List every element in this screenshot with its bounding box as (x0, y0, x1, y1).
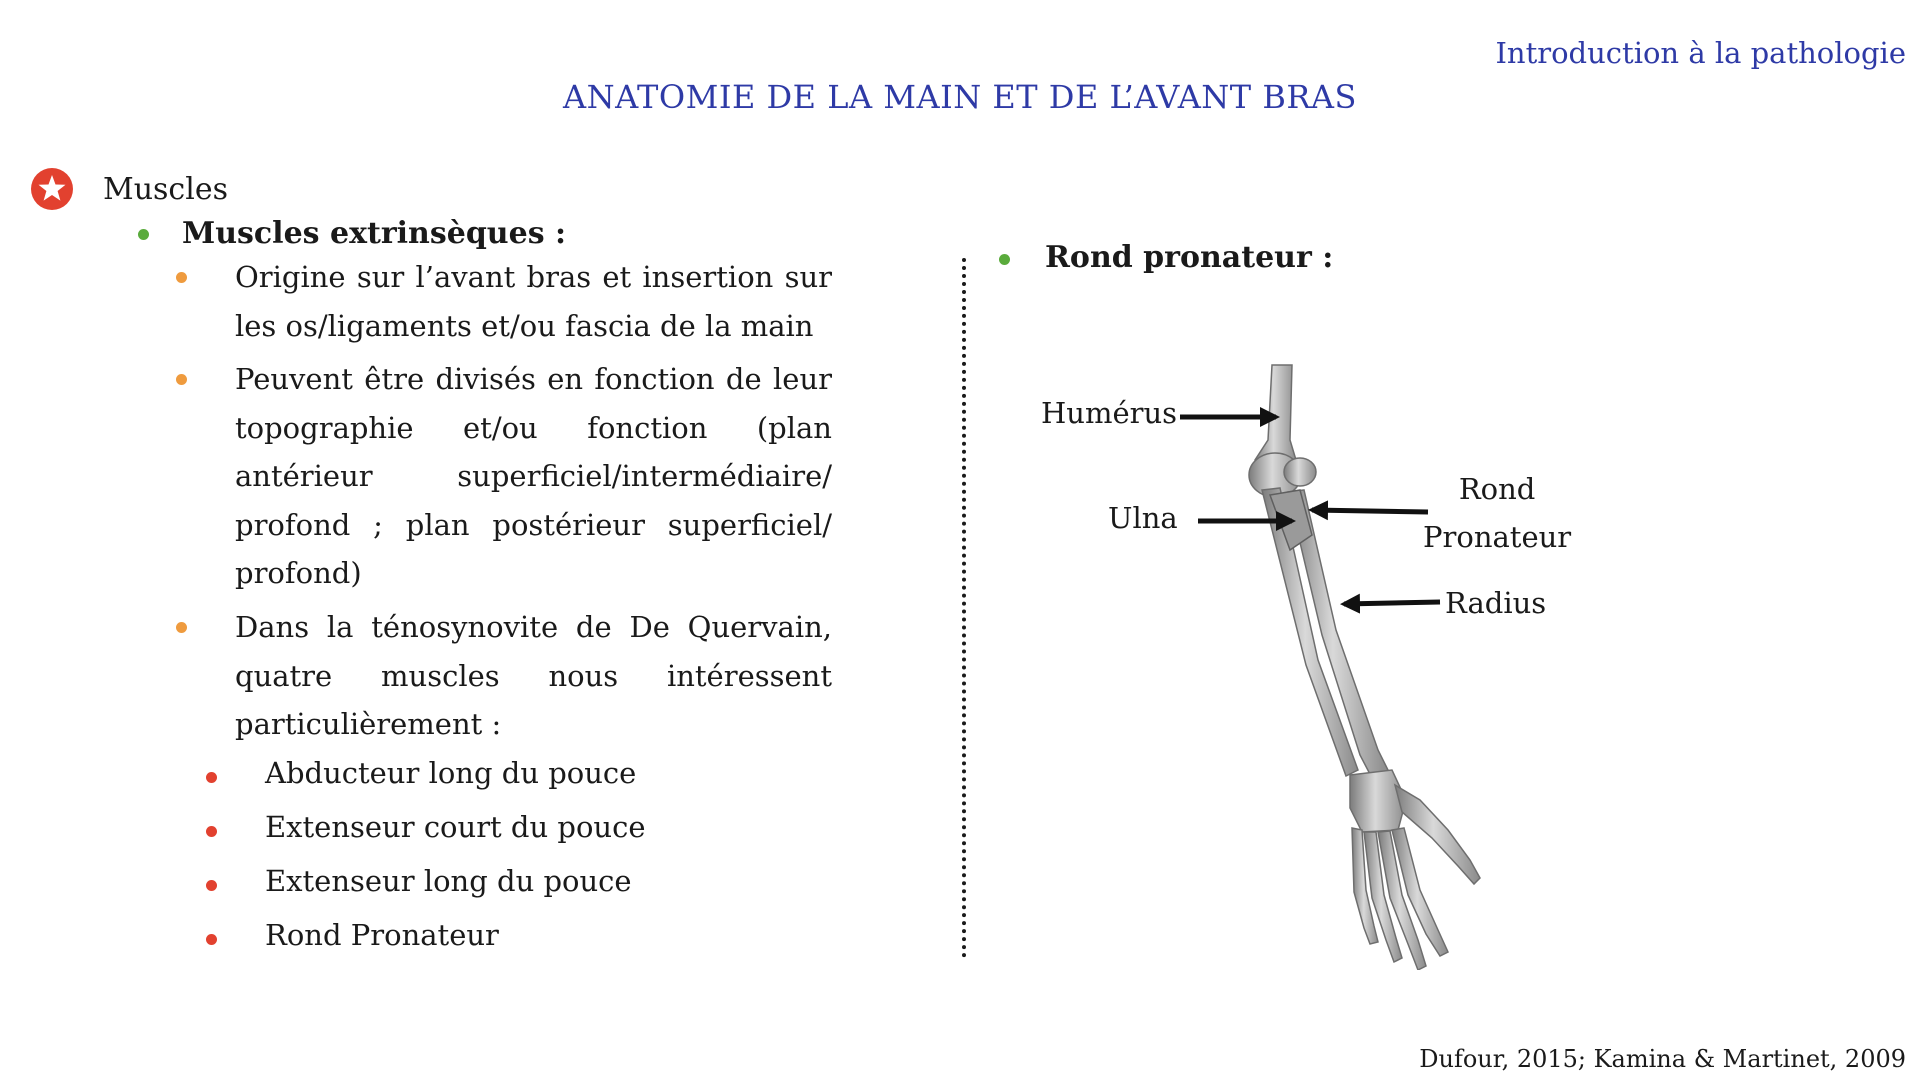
bullet-dot (176, 374, 187, 385)
bullet-dot (176, 272, 187, 283)
bullet-dot (176, 622, 187, 633)
label-radius: Radius (1445, 586, 1547, 620)
section-title: Muscles (103, 172, 228, 207)
bullet-dot (999, 254, 1010, 265)
label-rond-line1: Rond (1458, 472, 1536, 506)
muscle-item: Extenseur court du pouce (265, 810, 646, 844)
citation: Dufour, 2015; Kamina & Martinet, 2009 (1419, 1045, 1906, 1073)
bullet-dot (206, 880, 217, 891)
bullet-dot (138, 229, 149, 240)
bullet-dot (206, 934, 217, 945)
column-divider (962, 258, 966, 958)
forearm-skeleton-illustration (1180, 364, 1481, 970)
muscle-item: Abducteur long du pouce (265, 756, 637, 790)
ulna-bone (1261, 487, 1359, 778)
muscle-item: Extenseur long du pouce (265, 864, 632, 898)
label-ulna: Ulna (1108, 501, 1178, 535)
point-division: Peuvent être divisés en fonction de leur… (235, 362, 832, 590)
label-rond-line2: Pronateur (1423, 520, 1572, 554)
bullet-dot (206, 826, 217, 837)
subsection-title-left: Muscles extrinsèques : (182, 216, 567, 251)
bullet-dot (206, 772, 217, 783)
subsection-title-right: Rond pronateur : (1045, 240, 1334, 275)
elbow-joint (1248, 452, 1317, 498)
label-arrows (1180, 407, 1441, 614)
point-de-quervain: Dans la ténosynovite de De Quervain, qua… (235, 610, 832, 741)
page-title: ANATOMIE DE LA MAIN ET DE L’AVANT BRAS (563, 78, 1357, 116)
header-context: Introduction à la pathologie (1495, 36, 1906, 70)
point-origin-insertion: Origine sur l’avant bras et insertion su… (235, 260, 832, 343)
muscle-item: Rond Pronateur (265, 918, 499, 952)
label-rond-pronateur: Rond Pronateur (1423, 465, 1571, 561)
label-humerus: Humérus (1041, 396, 1178, 430)
hand-bones (1349, 769, 1481, 970)
star-badge-icon (31, 168, 73, 210)
